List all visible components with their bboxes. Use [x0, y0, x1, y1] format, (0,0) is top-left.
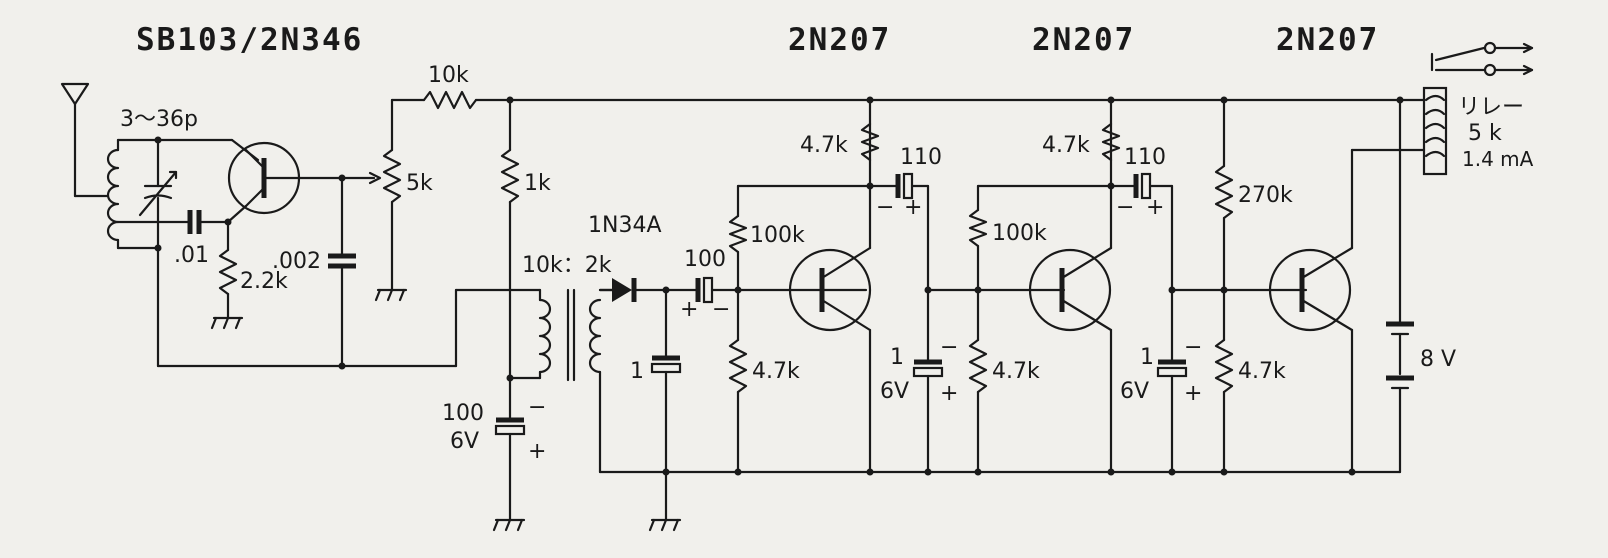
cap-1-st2-minus: − [940, 335, 958, 360]
resistor-100k-st2 [728, 184, 748, 292]
transistor-2n207-2 [1028, 246, 1113, 332]
trimmer-label: 3～36p [120, 107, 198, 132]
diode-label: 1N34A [588, 213, 662, 238]
capacitor-002 [328, 176, 356, 368]
resistor-4-7k-st3-base-label: 4.7k [992, 359, 1040, 384]
cap-110-st2-plus: + [904, 195, 922, 220]
resistor-4-7k-st3-base [968, 288, 988, 474]
transformer-label: 10k：2k [522, 253, 612, 278]
cap-100-coupling-label: 100 [684, 247, 726, 272]
transformer-10k-2k [538, 288, 614, 474]
t1-collector-wire [226, 204, 248, 224]
cap-100-plus: + [528, 439, 546, 464]
capacitor-01 [187, 210, 230, 234]
transistor-label-sb103: SB103/2N346 [136, 22, 363, 58]
resistor-4-7k-st4-base [1214, 288, 1234, 474]
cap-1-st2-value: 1 [890, 345, 904, 370]
resistor-1k-label: 1k [524, 171, 551, 196]
resistor-2-2k-label: 2.2k [240, 269, 288, 294]
cap-100-voltage: 6V [450, 429, 479, 454]
cap-1-st2-voltage: 6V [880, 379, 909, 404]
cap-1-st2-plus: + [940, 381, 958, 406]
resistor-100k-st3-label: 100k [992, 221, 1047, 246]
cap-110-st2-minus: − [876, 195, 894, 220]
cap-1-st3-minus: − [1184, 335, 1202, 360]
capacitor-1-6v-st2 [912, 288, 944, 474]
capacitor-01-label: .01 [174, 243, 209, 268]
resistor-4-7k-st2-base [728, 288, 748, 474]
battery-label: 8 V [1420, 347, 1456, 372]
resistor-4-7k-st3-coll-label: 4.7k [1042, 133, 1090, 158]
potentiometer-5k [374, 98, 408, 302]
cap-1-detector-label: 1 [630, 359, 644, 384]
resistor-10k-label: 10k [428, 63, 469, 88]
relay-name: リレー [1458, 95, 1524, 120]
resistor-4-7k-st2-coll [860, 122, 880, 162]
transistor-2n207-3 [1268, 246, 1354, 332]
capacitor-100uf-6v [492, 376, 526, 532]
resistor-270k-label: 270k [1238, 183, 1293, 208]
transistor-sb103 [227, 141, 301, 215]
battery-8v [1386, 321, 1414, 474]
cap-100-value: 100 [442, 401, 484, 426]
relay-coil [1398, 86, 1448, 176]
cap-110-st3-label: 110 [1124, 145, 1166, 170]
pot-wiper-arrow [368, 171, 382, 185]
resistor-4-7k-st2-coll-label: 4.7k [800, 133, 848, 158]
cap-1-st3-voltage: 6V [1120, 379, 1149, 404]
cap-1-st3-plus: + [1184, 381, 1202, 406]
cap-100-coupling-plus: + [680, 297, 698, 322]
transistor-label-2n207-3: 2N207 [1276, 22, 1379, 58]
cap-100-coupling-minus: − [712, 297, 730, 322]
trimmer-capacitor [138, 138, 178, 250]
rf-coil [106, 138, 160, 250]
relay-resistance: 5 k [1468, 121, 1502, 146]
resistor-4-7k-st2-base-label: 4.7k [752, 359, 800, 384]
resistor-100k-st3 [968, 184, 988, 292]
capacitor-002-label: .002 [272, 249, 321, 274]
cap-110-st3-plus: + [1146, 195, 1164, 220]
pot-5k-label: 5k [406, 171, 433, 196]
capacitor-110-st2 [868, 172, 930, 292]
transistor-2n207-1 [788, 246, 872, 332]
capacitor-1-detector [648, 288, 682, 532]
relay-current: 1.4 mA [1462, 147, 1534, 171]
resistor-1k [500, 98, 520, 380]
capacitor-110-st3 [1109, 172, 1174, 292]
cap-110-st2-label: 110 [900, 145, 942, 170]
cap-100-minus: − [528, 395, 546, 420]
resistor-4-7k-st3-coll [1101, 122, 1121, 162]
cap-110-st3-minus: − [1116, 195, 1134, 220]
resistor-270k [1214, 98, 1234, 292]
cap-1-st3-value: 1 [1140, 345, 1154, 370]
resistor-2-2k [210, 220, 244, 330]
resistor-100k-st2-label: 100k [750, 223, 805, 248]
transistor-label-2n207-2: 2N207 [1032, 22, 1135, 58]
resistor-4-7k-st4-base-label: 4.7k [1238, 359, 1286, 384]
antenna-symbol [60, 82, 110, 198]
resistor-10k-top [390, 90, 512, 110]
capacitor-1-6v-st3 [1156, 288, 1188, 474]
relay-contacts [1430, 41, 1534, 77]
transistor-label-2n207-1: 2N207 [788, 22, 891, 58]
